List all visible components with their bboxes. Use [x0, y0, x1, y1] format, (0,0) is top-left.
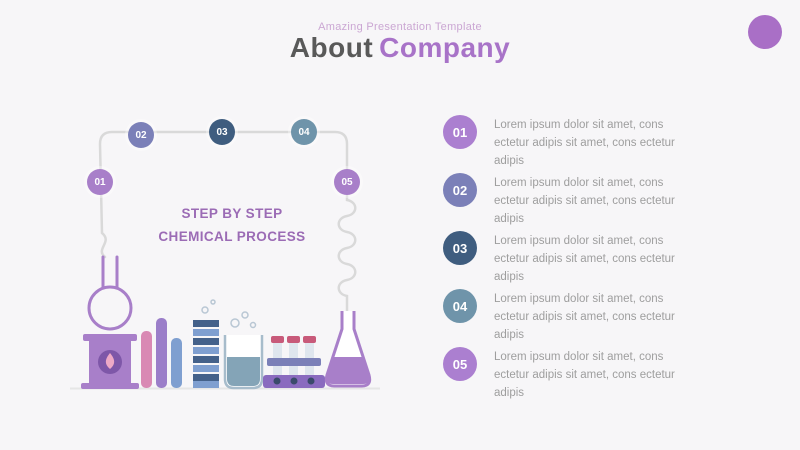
test-tubes-icon [141, 318, 182, 388]
title-word-accent: Company [379, 32, 511, 63]
round-flask-icon [87, 255, 133, 331]
diagram-caption: STEP BY STEP CHEMICAL PROCESS [112, 203, 352, 249]
step-text: Lorem ipsum dolor sit amet, cons ectetur… [494, 177, 675, 225]
step-badge-02: 02 [443, 173, 477, 207]
list-item: 02 Lorem ipsum dolor sit amet, cons ecte… [443, 173, 713, 225]
test-tube-rack-icon [263, 336, 325, 388]
list-item: 03 Lorem ipsum dolor sit amet, cons ecte… [443, 231, 713, 283]
diagram-caption-line1: STEP BY STEP [181, 206, 283, 221]
title-word-primary: About [289, 32, 374, 63]
tube-path [98, 130, 357, 313]
erlenmeyer-flask-icon [324, 311, 372, 388]
diagram-caption-line2: CHEMICAL PROCESS [158, 228, 306, 244]
list-item: 01 Lorem ipsum dolor sit amet, cons ecte… [443, 115, 713, 167]
list-item: 04 Lorem ipsum dolor sit amet, cons ecte… [443, 289, 713, 341]
step-badge-04: 04 [443, 289, 477, 323]
diagram-node-05: 05 [334, 169, 360, 195]
decorative-circle [748, 15, 782, 49]
step-text: Lorem ipsum dolor sit amet, cons ectetur… [494, 293, 675, 341]
bubbles-icon [230, 318, 240, 328]
step-text: Lorem ipsum dolor sit amet, cons ectetur… [494, 235, 675, 283]
slide-kicker: Amazing Presentation Template [318, 21, 482, 33]
list-item: 05 Lorem ipsum dolor sit amet, cons ecte… [443, 347, 713, 399]
diagram-node-01: 01 [87, 169, 113, 195]
graduated-column-icon [193, 299, 219, 388]
step-badge-05: 05 [443, 347, 477, 381]
step-text: Lorem ipsum dolor sit amet, cons ectetur… [494, 351, 675, 399]
bunsen-burner-icon [81, 334, 139, 389]
step-text: Lorem ipsum dolor sit amet, cons ectetur… [494, 119, 675, 167]
diagram-node-03: 03 [209, 119, 235, 145]
diagram-node-04: 04 [291, 119, 317, 145]
diagram-node-02: 02 [128, 122, 154, 148]
step-badge-03: 03 [443, 231, 477, 265]
chemistry-illustration [70, 130, 380, 390]
steps-list: 01 Lorem ipsum dolor sit amet, cons ecte… [443, 115, 713, 405]
beaker-icon [223, 311, 264, 390]
step-badge-01: 01 [443, 115, 477, 149]
process-diagram: 01 02 03 04 05 STEP BY STEP CHEMICAL PRO… [55, 105, 395, 405]
